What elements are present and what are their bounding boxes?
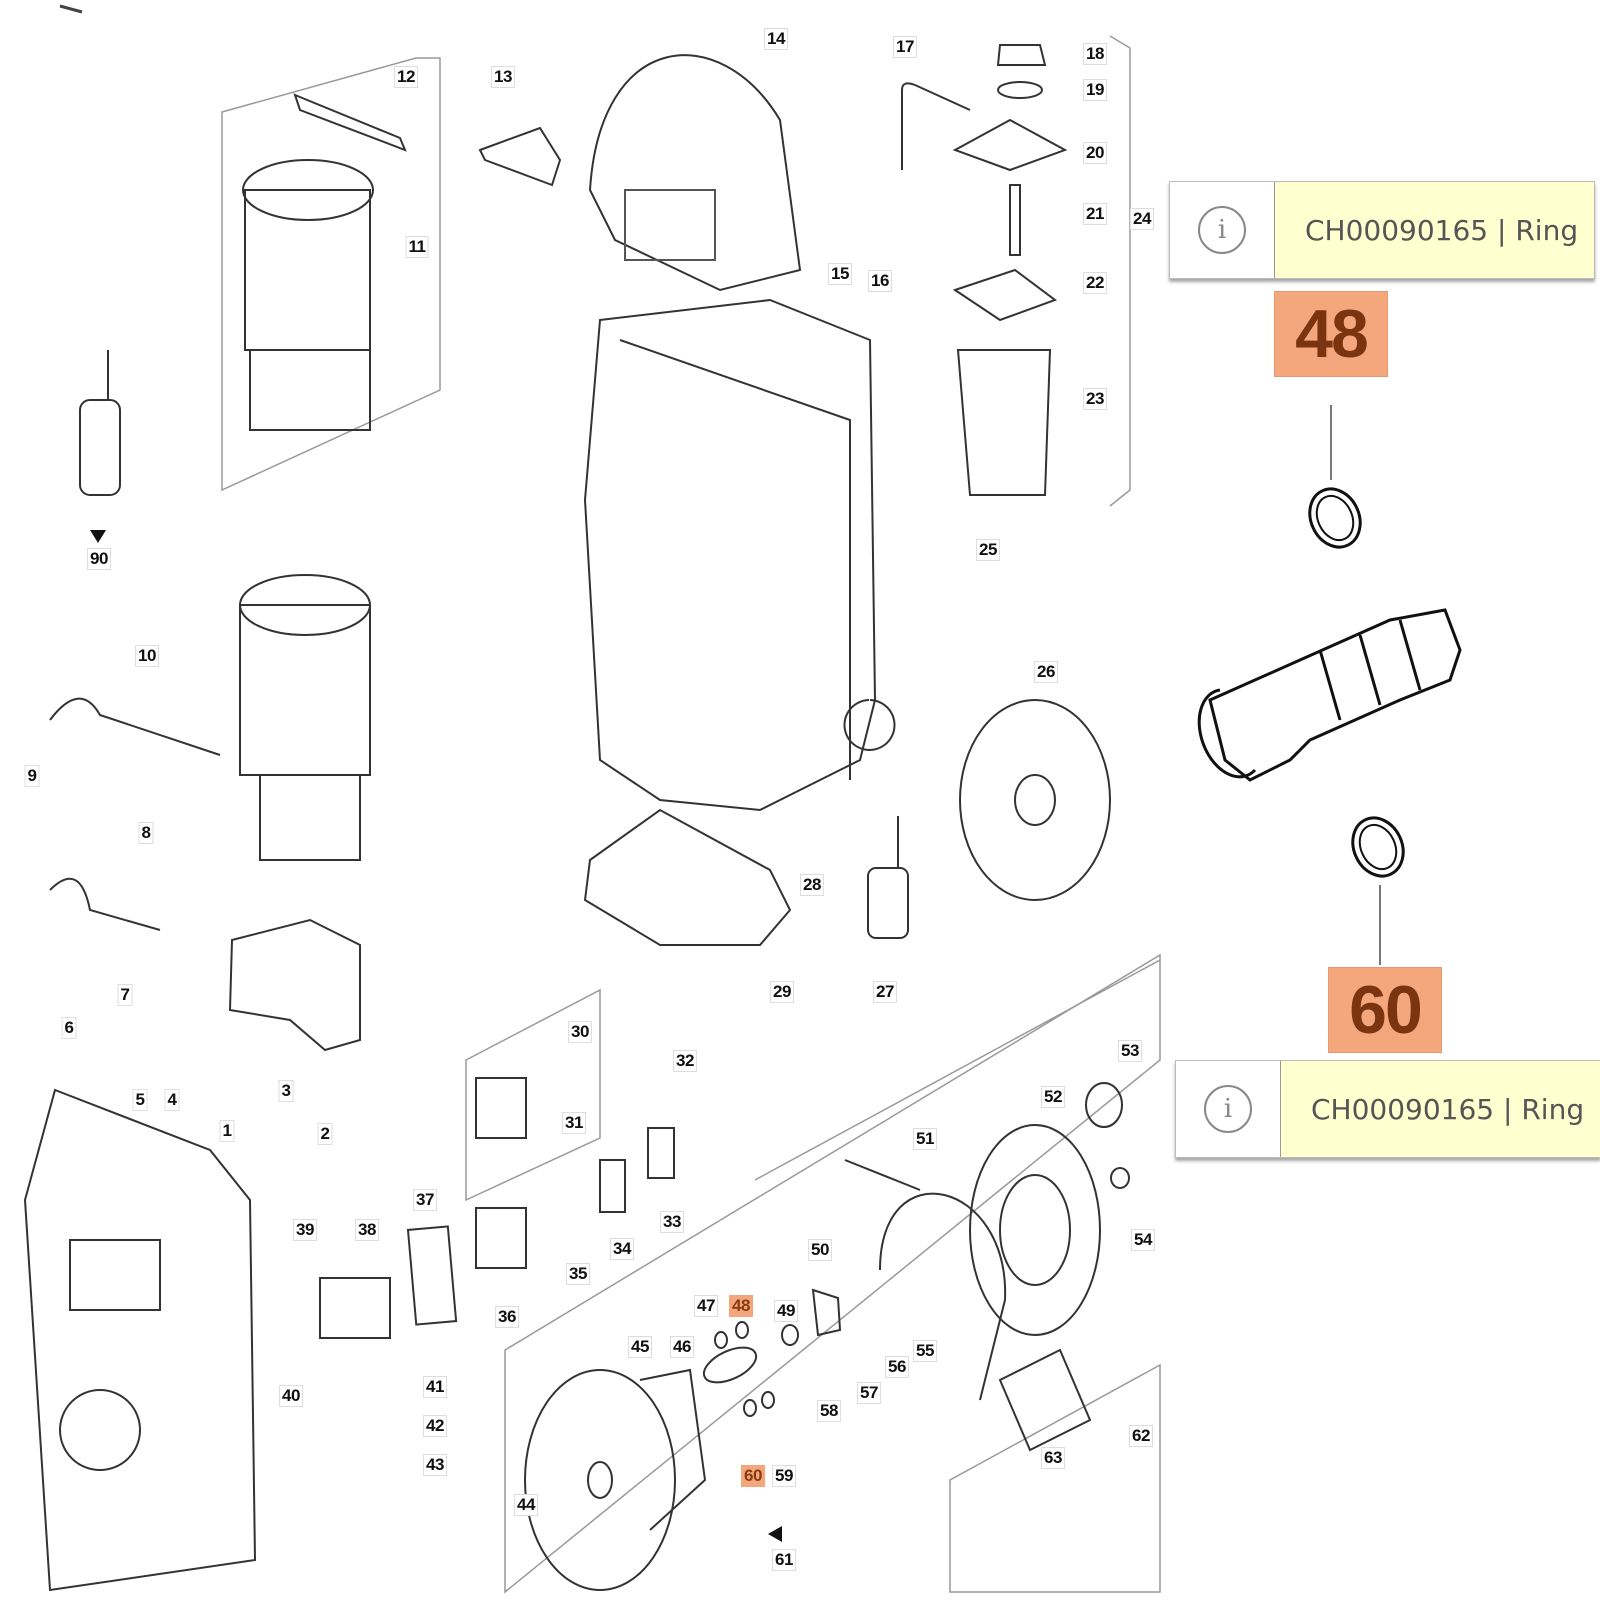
wheel-part	[959, 699, 1111, 901]
part-label-20[interactable]: 20	[1083, 142, 1107, 164]
part-label-47[interactable]: 47	[694, 1295, 718, 1317]
part-label-49[interactable]: 49	[774, 1300, 798, 1322]
front-cover-part	[23, 1088, 257, 1592]
part-callout-60[interactable]: 60	[1328, 967, 1442, 1053]
part-label-53[interactable]: 53	[1118, 1040, 1142, 1062]
handle-part	[588, 54, 802, 292]
part-label-33[interactable]: 33	[660, 1211, 684, 1233]
part-label-52[interactable]: 52	[1041, 1086, 1065, 1108]
part-label-32[interactable]: 32	[673, 1050, 697, 1072]
motor-10-part	[239, 574, 371, 861]
arrow-61-icon	[768, 1526, 782, 1542]
part-label-44[interactable]: 44	[514, 1494, 538, 1516]
part-label-50[interactable]: 50	[808, 1239, 832, 1261]
detail-view	[1197, 405, 1462, 965]
part-label-55[interactable]: 55	[913, 1340, 937, 1362]
o-ring-60-detail	[1351, 816, 1405, 878]
part-label-30[interactable]: 30	[568, 1021, 592, 1043]
part-label-90[interactable]: 90	[87, 548, 111, 570]
part-label-59[interactable]: 59	[772, 1465, 796, 1487]
info-icon: i	[1198, 206, 1246, 254]
part-label-10[interactable]: 10	[135, 645, 159, 667]
part-label-25[interactable]: 25	[976, 539, 1000, 561]
part-label-45[interactable]: 45	[628, 1336, 652, 1358]
part-label-28[interactable]: 28	[800, 874, 824, 896]
part-info-tooltip-48[interactable]: i CH00090165 | Ring	[1169, 181, 1595, 279]
part-label-39[interactable]: 39	[293, 1219, 317, 1241]
part-label-15[interactable]: 15	[828, 263, 852, 285]
part-label-6[interactable]: 6	[61, 1017, 77, 1039]
part-label-1[interactable]: 1	[219, 1120, 235, 1142]
part-label-57[interactable]: 57	[857, 1382, 881, 1404]
part-label-37[interactable]: 37	[413, 1189, 437, 1211]
tank-parts	[901, 44, 1068, 496]
info-button[interactable]: i	[1170, 182, 1275, 278]
part-label-29[interactable]: 29	[770, 981, 794, 1003]
part-label-8[interactable]: 8	[138, 822, 154, 844]
part-label-17[interactable]: 17	[893, 36, 917, 58]
part-label-4[interactable]: 4	[164, 1089, 180, 1111]
small-parts	[49, 93, 1130, 1452]
part-label-24[interactable]: 24	[1130, 208, 1154, 230]
part-label-27[interactable]: 27	[873, 981, 897, 1003]
part-info-text: CH00090165 | Ring	[1275, 182, 1594, 278]
part-label-23[interactable]: 23	[1083, 388, 1107, 410]
part-label-48[interactable]: 48	[729, 1295, 753, 1317]
part-label-60[interactable]: 60	[741, 1465, 765, 1487]
part-label-26[interactable]: 26	[1034, 661, 1058, 683]
arrow-90-icon	[90, 530, 106, 543]
part-label-21[interactable]: 21	[1083, 203, 1107, 225]
part-label-61[interactable]: 61	[772, 1549, 796, 1571]
part-label-36[interactable]: 36	[495, 1306, 519, 1328]
main-frame-part	[583, 298, 896, 812]
part-label-13[interactable]: 13	[491, 66, 515, 88]
capacitor-parts	[79, 350, 909, 939]
part-label-18[interactable]: 18	[1083, 43, 1107, 65]
part-label-11[interactable]: 11	[405, 236, 429, 258]
hose-part	[844, 1159, 1007, 1401]
part-label-63[interactable]: 63	[1041, 1447, 1065, 1469]
part-label-34[interactable]: 34	[610, 1238, 634, 1260]
part-label-54[interactable]: 54	[1131, 1229, 1155, 1251]
part-label-2[interactable]: 2	[317, 1123, 333, 1145]
part-label-51[interactable]: 51	[913, 1128, 937, 1150]
part-label-35[interactable]: 35	[566, 1263, 590, 1285]
part-label-5[interactable]: 5	[132, 1089, 148, 1111]
part-info-text: CH00090165 | Ring	[1281, 1061, 1600, 1157]
part-info-tooltip-60[interactable]: i CH00090165 | Ring	[1175, 1060, 1600, 1158]
part-label-12[interactable]: 12	[394, 66, 418, 88]
info-icon: i	[1204, 1085, 1252, 1133]
part-label-42[interactable]: 42	[423, 1415, 447, 1437]
part-label-19[interactable]: 19	[1083, 79, 1107, 101]
hose-reel-45-part	[524, 1368, 707, 1591]
part-label-62[interactable]: 62	[1129, 1425, 1153, 1447]
group-frames	[221, 35, 1161, 1594]
part-label-31[interactable]: 31	[562, 1112, 586, 1134]
nozzle-fitting-detail	[1208, 608, 1462, 782]
part-label-22[interactable]: 22	[1083, 272, 1107, 294]
hose-reel-52-part	[969, 1124, 1101, 1336]
part-label-41[interactable]: 41	[423, 1376, 447, 1398]
part-label-16[interactable]: 16	[868, 270, 892, 292]
part-label-58[interactable]: 58	[817, 1400, 841, 1422]
part-label-56[interactable]: 56	[885, 1356, 909, 1378]
part-label-14[interactable]: 14	[764, 28, 788, 50]
part-label-9[interactable]: 9	[24, 765, 40, 787]
part-label-40[interactable]: 40	[279, 1385, 303, 1407]
part-callout-48[interactable]: 48	[1274, 291, 1388, 377]
part-label-46[interactable]: 46	[670, 1336, 694, 1358]
o-ring-48-detail	[1308, 487, 1362, 549]
info-button[interactable]: i	[1176, 1061, 1281, 1157]
part-label-7[interactable]: 7	[117, 984, 133, 1006]
part-label-38[interactable]: 38	[355, 1219, 379, 1241]
part-label-43[interactable]: 43	[423, 1454, 447, 1476]
base-part	[583, 808, 792, 946]
motor-11-part	[242, 159, 374, 431]
part-label-3[interactable]: 3	[278, 1080, 294, 1102]
